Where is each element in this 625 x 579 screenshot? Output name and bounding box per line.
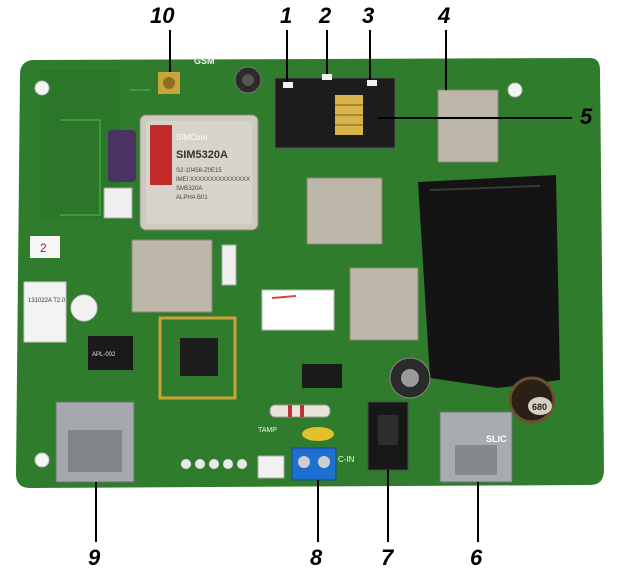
rj11-opening [455,445,497,475]
callout-9: 9 [88,547,100,569]
rf-shield-top-right [438,90,498,162]
rf-shield-center [307,178,382,244]
board-tag-sticker [24,282,66,342]
module-label-line-3: SM5320A [176,186,202,192]
mounting-hole-bl [35,453,49,467]
led-2 [322,74,332,80]
capacitor-center-top [401,369,419,387]
resistor-band [300,405,304,417]
yellow-capacitor [302,427,334,441]
callout-2: 2 [319,5,331,27]
pad [195,459,205,469]
callout-5: 5 [580,106,592,128]
terminal-screw-2 [318,456,330,468]
module-label-line-2: IMEI:XXXXXXXXXXXXXXX [176,177,250,183]
power-in-silkscreen: C-IN [338,455,355,464]
callout-4: 4 [438,5,450,27]
purple-capacitor [108,130,136,182]
white-header-left [104,188,132,218]
callout-3: 3 [362,5,374,27]
rf-shield-right [350,268,418,340]
resistor-band [288,405,292,417]
round-sticker [71,295,97,321]
board-tag-text: 131022A T2.0 [28,298,66,304]
module-brand-text: SIMCom [176,133,207,142]
callout-7: 7 [381,547,393,569]
dc-jack-opening [378,415,398,445]
terminal-screw-1 [298,456,310,468]
module-label-line-1: S2-10458-Z0E15 [176,168,222,174]
module-label-line-4: ALPHA B01 [176,195,208,201]
tamp-silkscreen: TAMP [258,427,277,434]
simcom-logo-bar [150,125,172,185]
black-tape [418,175,560,388]
led-3 [367,80,377,86]
callout-10: 10 [150,5,174,27]
mounting-hole-tl [35,81,49,95]
pad [181,459,191,469]
fpc-connector [262,290,334,330]
pad [223,459,233,469]
mounting-hole-tr [508,83,522,97]
pad [209,459,219,469]
processor-chip [180,338,218,376]
callout-6: 6 [470,547,482,569]
slic-silkscreen: SLIC [486,434,507,444]
led-1 [283,82,293,88]
sticker-handwriting: 2 [40,241,47,255]
rf-shield-left [132,240,212,312]
gsm-silkscreen: GSM [194,56,215,66]
capacitor-top-vent [242,74,254,86]
pad [237,459,247,469]
callout-1: 1 [280,5,292,27]
rj45-opening [68,430,122,472]
inductor-value-text: 680 [532,402,547,412]
pin-header [302,364,342,388]
white-header-middle [222,245,236,285]
white-connector-bottom [258,456,284,478]
magnetics-text: APL-002 [92,352,116,358]
callout-8: 8 [310,547,322,569]
sma-center [163,77,175,89]
module-model-text: SIM5320A [176,149,228,161]
